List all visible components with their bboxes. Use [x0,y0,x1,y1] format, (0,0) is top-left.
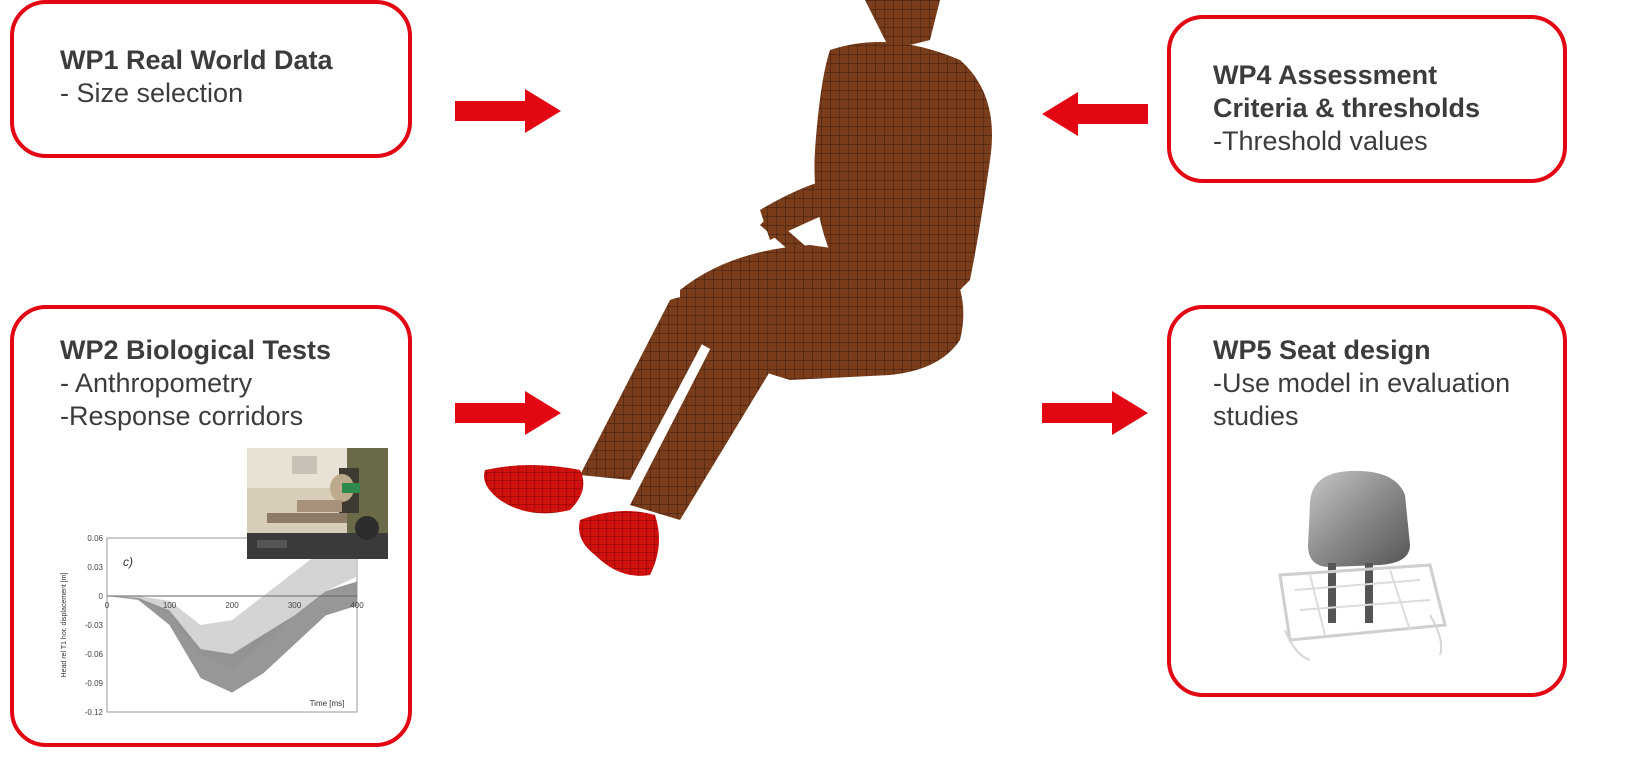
arrow-wp4-to-model [1042,92,1152,136]
y-tick-label: 0.06 [87,534,103,543]
arrow-wp1-to-model [455,89,565,133]
panel-label: c) [123,555,133,569]
y-axis-label: Head rel T1 hor. displacement [m] [61,572,68,677]
response-corridor-chart: 0.06 0.03 0 -0.03 -0.06 -0.09 -0.12 0 100 200 300 4… [52,530,372,730]
wp1-line-1: - Size selection [60,77,333,110]
x-tick-label: 0 [105,601,110,610]
headrest-illustration [1270,465,1460,665]
y-tick-label: -0.12 [85,708,104,717]
arrow-wp2-to-model [455,391,565,435]
y-tick-label: -0.06 [85,650,104,659]
y-tick-label: 0 [99,592,104,601]
x-tick-label: 100 [163,601,177,610]
wp5-line-2: studies [1213,400,1510,433]
wp5-title: WP5 Seat design [1213,334,1510,367]
sled-test-photo [247,448,388,559]
wp4-title-line-1: WP4 Assessment [1213,59,1480,92]
wp5-line-1: -Use model in evaluation [1213,367,1510,400]
wp1-title: WP1 Real World Data [60,44,333,77]
arrow-model-to-wp5 [1042,391,1152,435]
wp1-box: WP1 Real World Data - Size selection [10,0,412,158]
wp2-title: WP2 Biological Tests [60,334,331,367]
wp4-title-line-2: Criteria & thresholds [1213,92,1480,125]
wp2-line-1: - Anthropometry [60,367,331,400]
x-axis-label: Time [ms] [310,699,345,708]
x-tick-label: 400 [350,601,364,610]
y-tick-label: -0.03 [85,621,104,630]
y-tick-label: -0.09 [85,679,104,688]
y-tick-label: 0.03 [87,563,103,572]
wp2-line-2: -Response corridors [60,400,331,433]
x-tick-label: 200 [225,601,239,610]
wp4-line-1: -Threshold values [1213,125,1480,158]
x-tick-label: 300 [288,601,302,610]
wp4-box: WP4 Assessment Criteria & thresholds -Th… [1167,15,1567,183]
